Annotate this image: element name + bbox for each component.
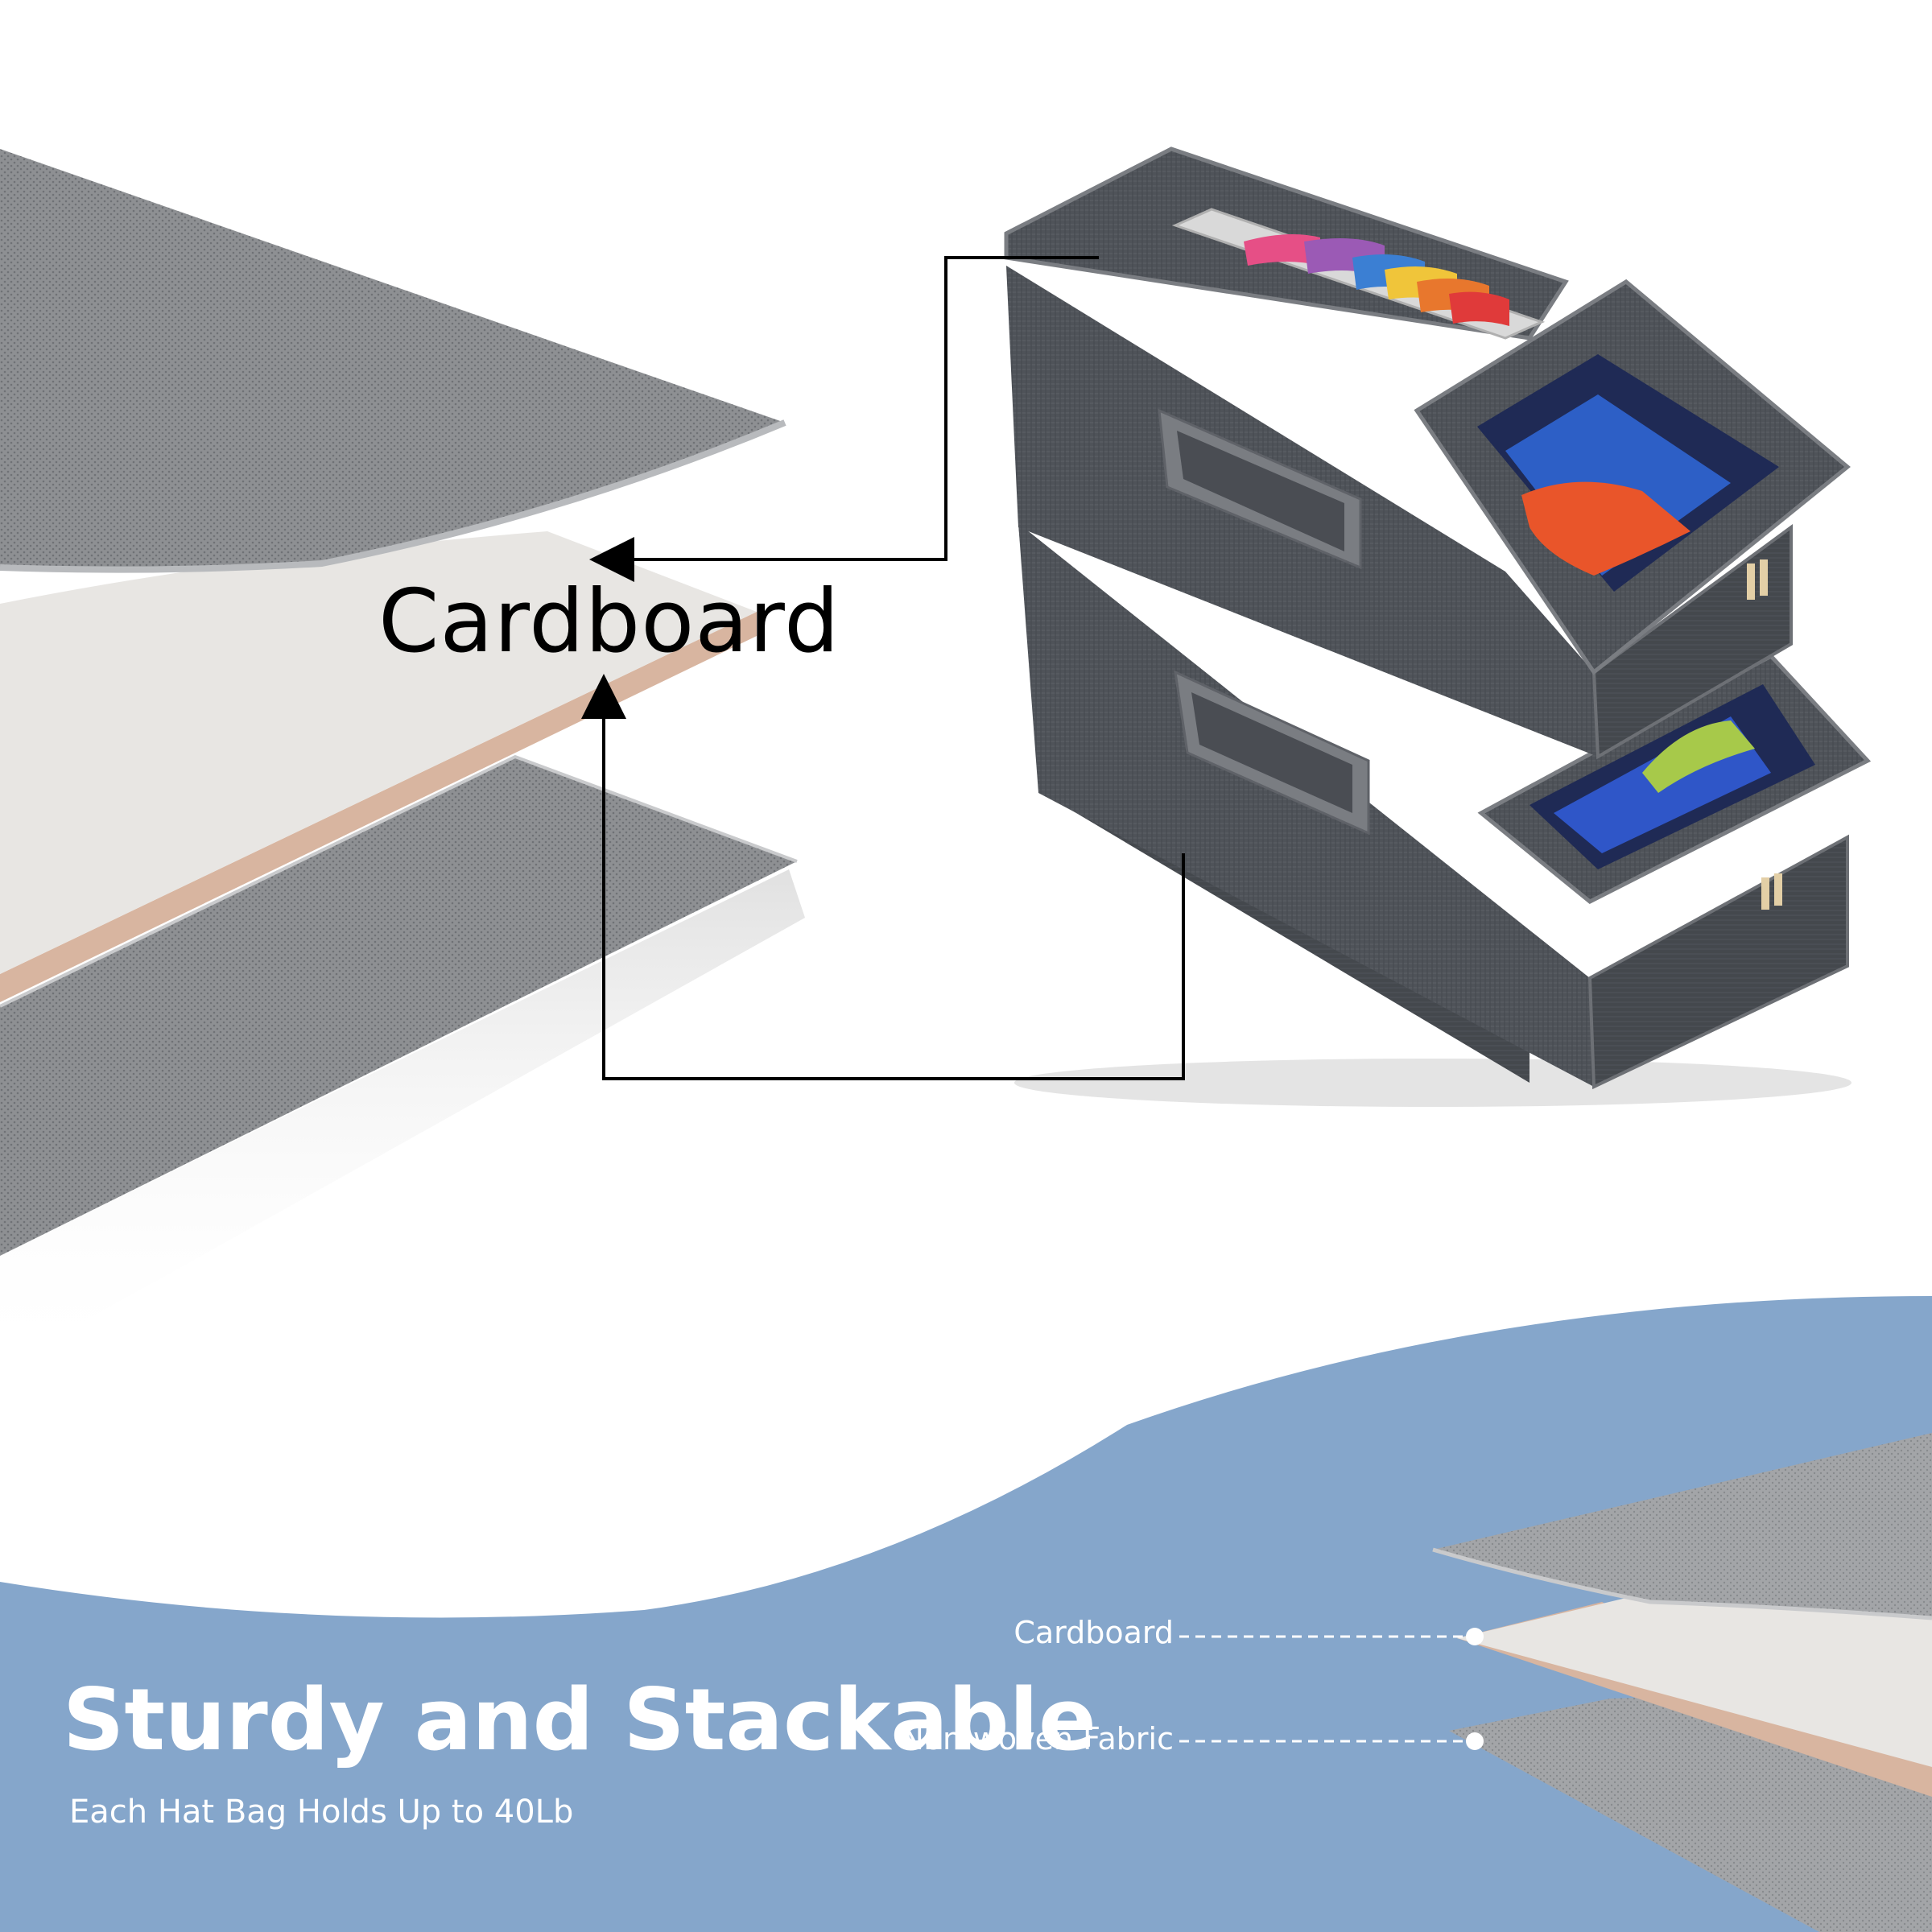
callout-line-top bbox=[589, 256, 1099, 582]
material-layers-small bbox=[1432, 1433, 1932, 1932]
stacked-hat-boxes bbox=[1004, 147, 1872, 1107]
cardboard-sheet bbox=[0, 531, 757, 974]
cardboard-sheet-edge bbox=[0, 612, 757, 1002]
legend-dot-fabric bbox=[1466, 1732, 1484, 1750]
legend-leaders bbox=[1179, 1635, 1473, 1743]
banner-title: Sturdy and Stackable bbox=[63, 1670, 1096, 1769]
material-layers-large bbox=[0, 149, 805, 1368]
blue-banner-wave bbox=[0, 1296, 1932, 1932]
bottom-box bbox=[1018, 523, 1872, 1090]
legend-label-cardboard: Cardboard bbox=[1013, 1615, 1174, 1650]
bottom-fabric-sheet bbox=[0, 757, 797, 1256]
callout-lines bbox=[581, 256, 1185, 1080]
top-fabric-sheet bbox=[0, 149, 785, 569]
legend-label-fabric: Non-woven Fabric bbox=[901, 1721, 1174, 1757]
legend-dot-cardboard bbox=[1466, 1628, 1484, 1645]
top-box bbox=[1004, 147, 1851, 760]
banner-subtitle: Each Hat Bag Holds Up to 40Lb bbox=[69, 1794, 574, 1831]
colored-hat-brims bbox=[1244, 234, 1509, 326]
cardboard-callout-label: Cardboard bbox=[378, 572, 840, 672]
callout-line-bottom bbox=[581, 674, 1185, 1080]
